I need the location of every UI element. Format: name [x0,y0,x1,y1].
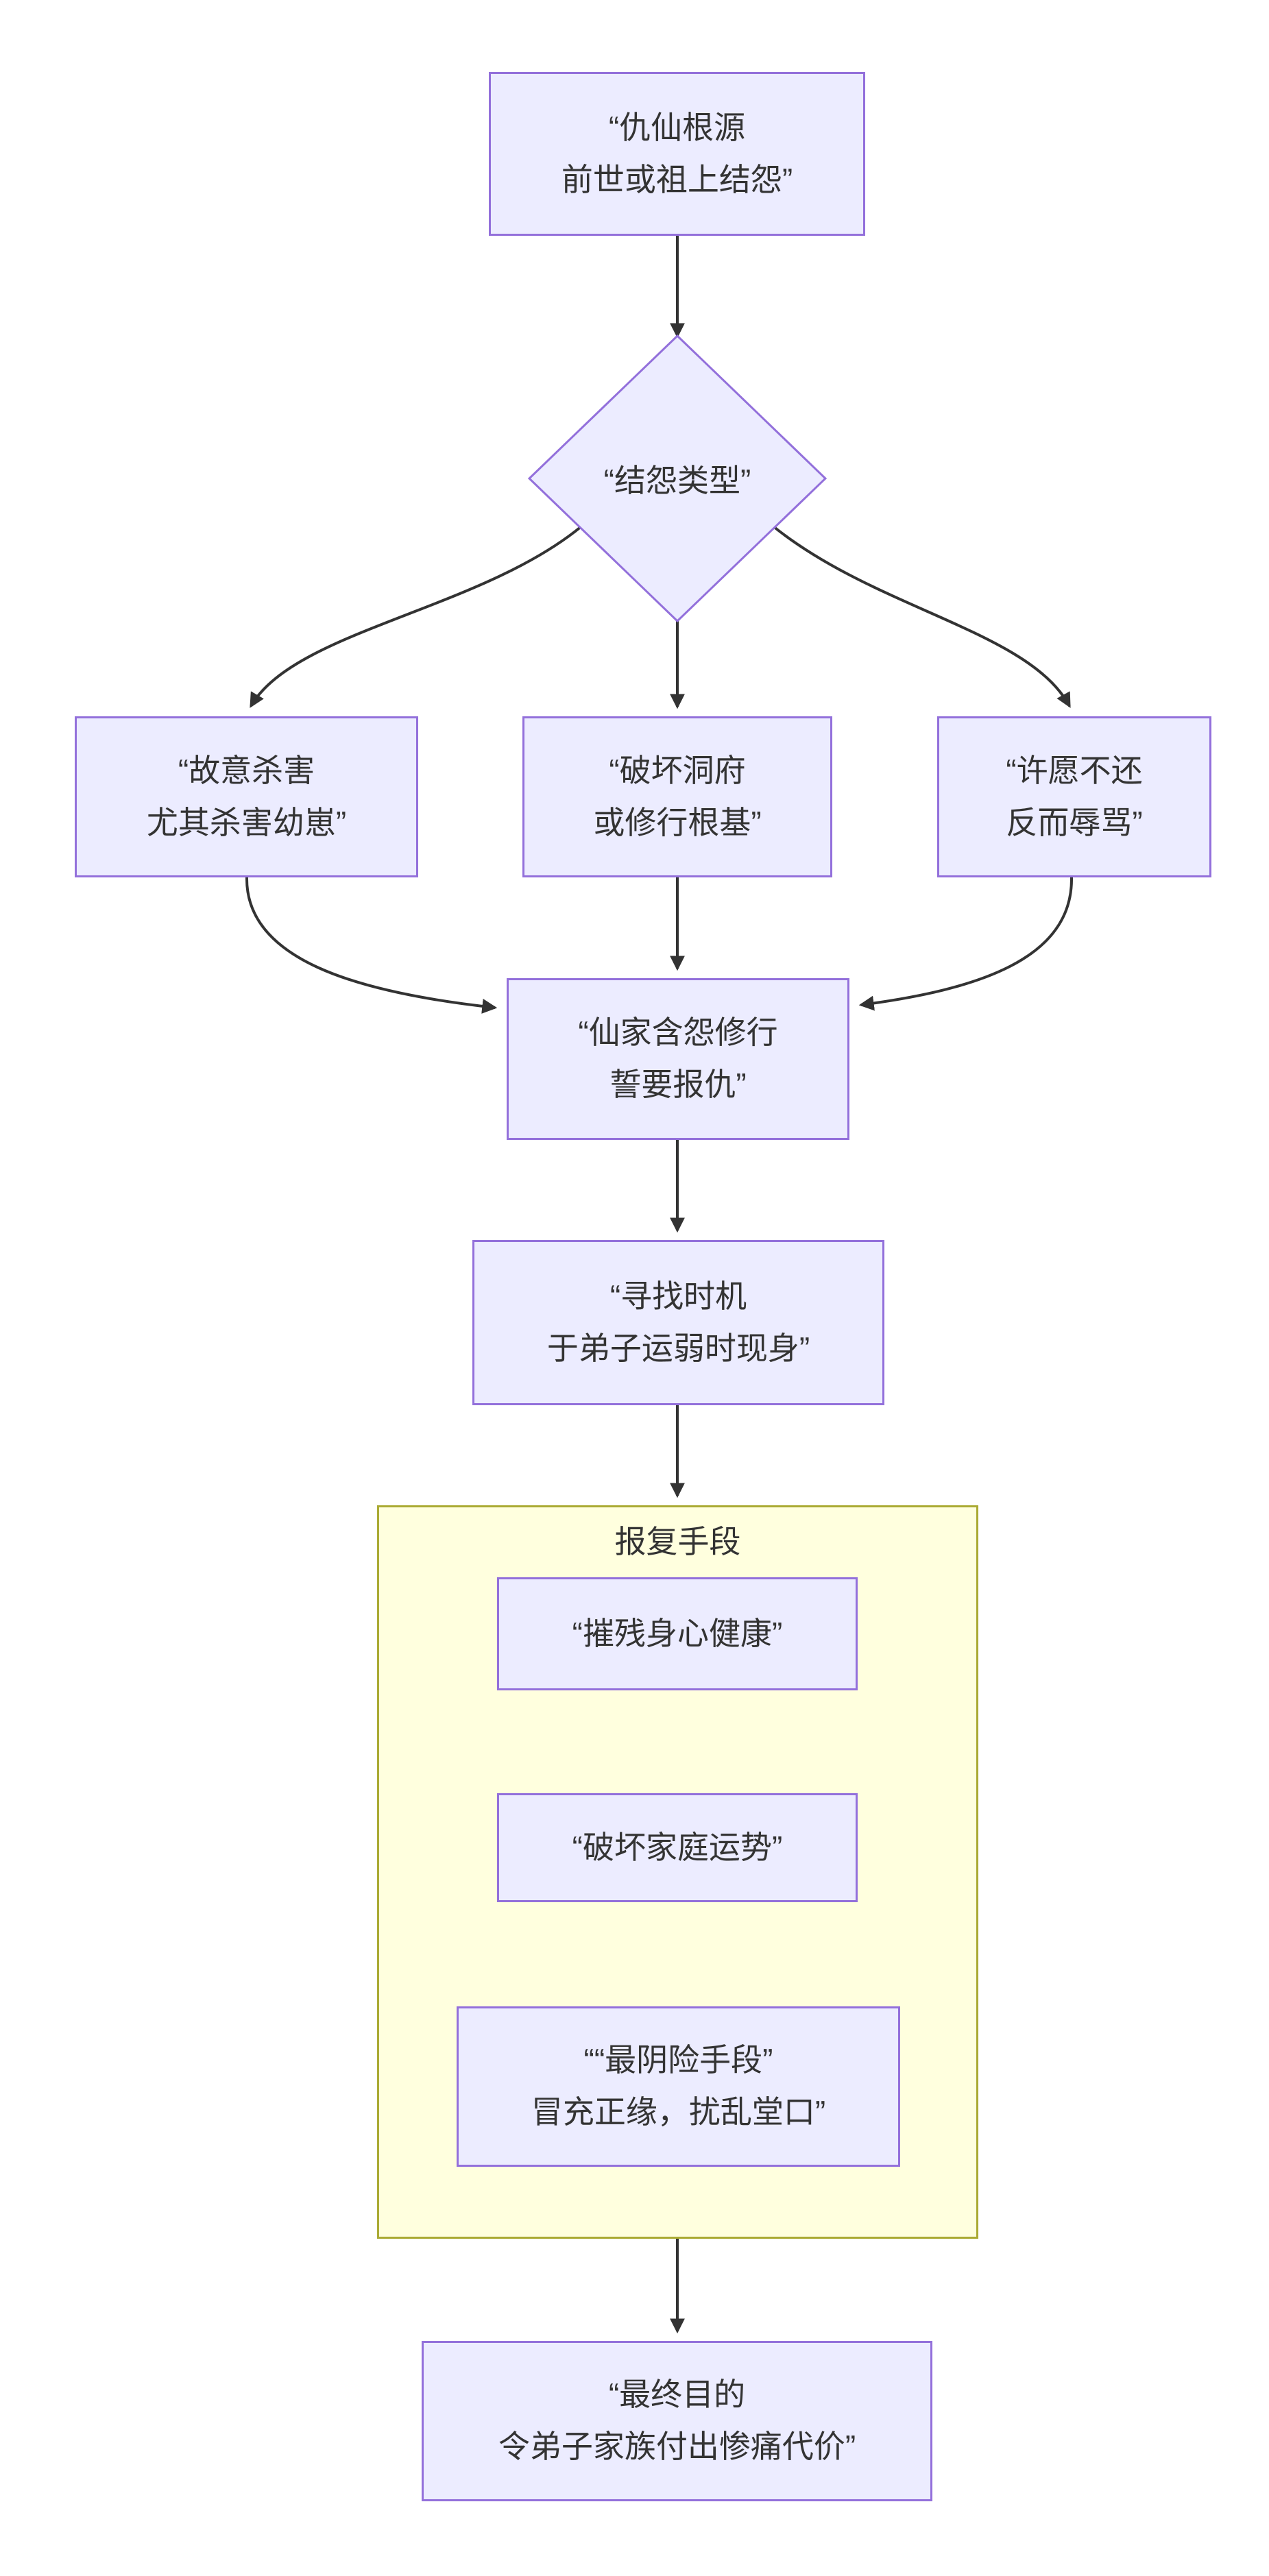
node-vow-line2: 誓要报仇” [609,1067,747,1102]
node-wish-line2: 反而辱骂” [1006,804,1143,840]
node-root-cause: “仇仙根源 前世或祖上结怨” [489,72,865,236]
subgraph-title: 报复手段 [614,1524,741,1559]
node-impersonate-destiny: ““最阴险手段” 冒充正缘，扰乱堂口” [457,2006,900,2167]
edge-kill-vow [245,877,498,1014]
node-deliberate-killing: “故意杀害 尤其杀害幼崽” [75,716,418,877]
node-impostor-line1: ““最阴险手段” [583,2042,773,2078]
node-unfulfilled-vow: “许愿不还 反而辱骂” [937,716,1211,877]
node-impostor-line2: 冒充正缘，扰乱堂口” [531,2094,826,2130]
node-destroy-abode: “破坏洞府 或修行根基” [522,716,832,877]
node-kill-line2: 尤其杀害幼崽” [146,804,347,840]
node-seek-timing: “寻找时机 于弟子运弱时现身” [472,1240,884,1405]
node-health-label: “摧残身心健康” [572,1615,783,1651]
node-decision-label: “结怨类型” [603,463,751,498]
node-harm-family-fortune: “破坏家庭运势” [497,1793,858,1902]
node-goal-line1: “最终目的 [608,2377,746,2413]
node-seek-line2: 于弟子运弱时现身” [546,1330,810,1366]
node-revenge-vow: “仙家含怨修行 誓要报仇” [507,978,849,1140]
edge-wish-vow [858,877,1074,1011]
node-vow-line1: “仙家含怨修行 [578,1014,778,1051]
node-decision: “结怨类型” [528,335,827,622]
diamond-polygon [528,335,827,622]
node-seek-line1: “寻找时机 [609,1278,747,1314]
node-cave-line2: 或修行根基” [593,804,762,840]
node-family-label: “破坏家庭运势” [572,1829,783,1865]
node-root-line1: “仇仙根源 [608,109,746,145]
node-goal-line2: 令弟子家族付出惨痛代价” [498,2429,856,2464]
node-final-goal: “最终目的 令弟子家族付出惨痛代价” [422,2341,932,2501]
node-kill-line1: “故意杀害 [178,752,315,788]
node-wish-line1: “许愿不还 [1006,752,1143,788]
decision-diamond-shape [528,335,827,622]
node-cave-line1: “破坏洞府 [609,752,746,788]
node-harm-health: “摧残身心健康” [497,1577,858,1690]
node-root-line2: 前世或祖上结怨” [561,161,793,197]
